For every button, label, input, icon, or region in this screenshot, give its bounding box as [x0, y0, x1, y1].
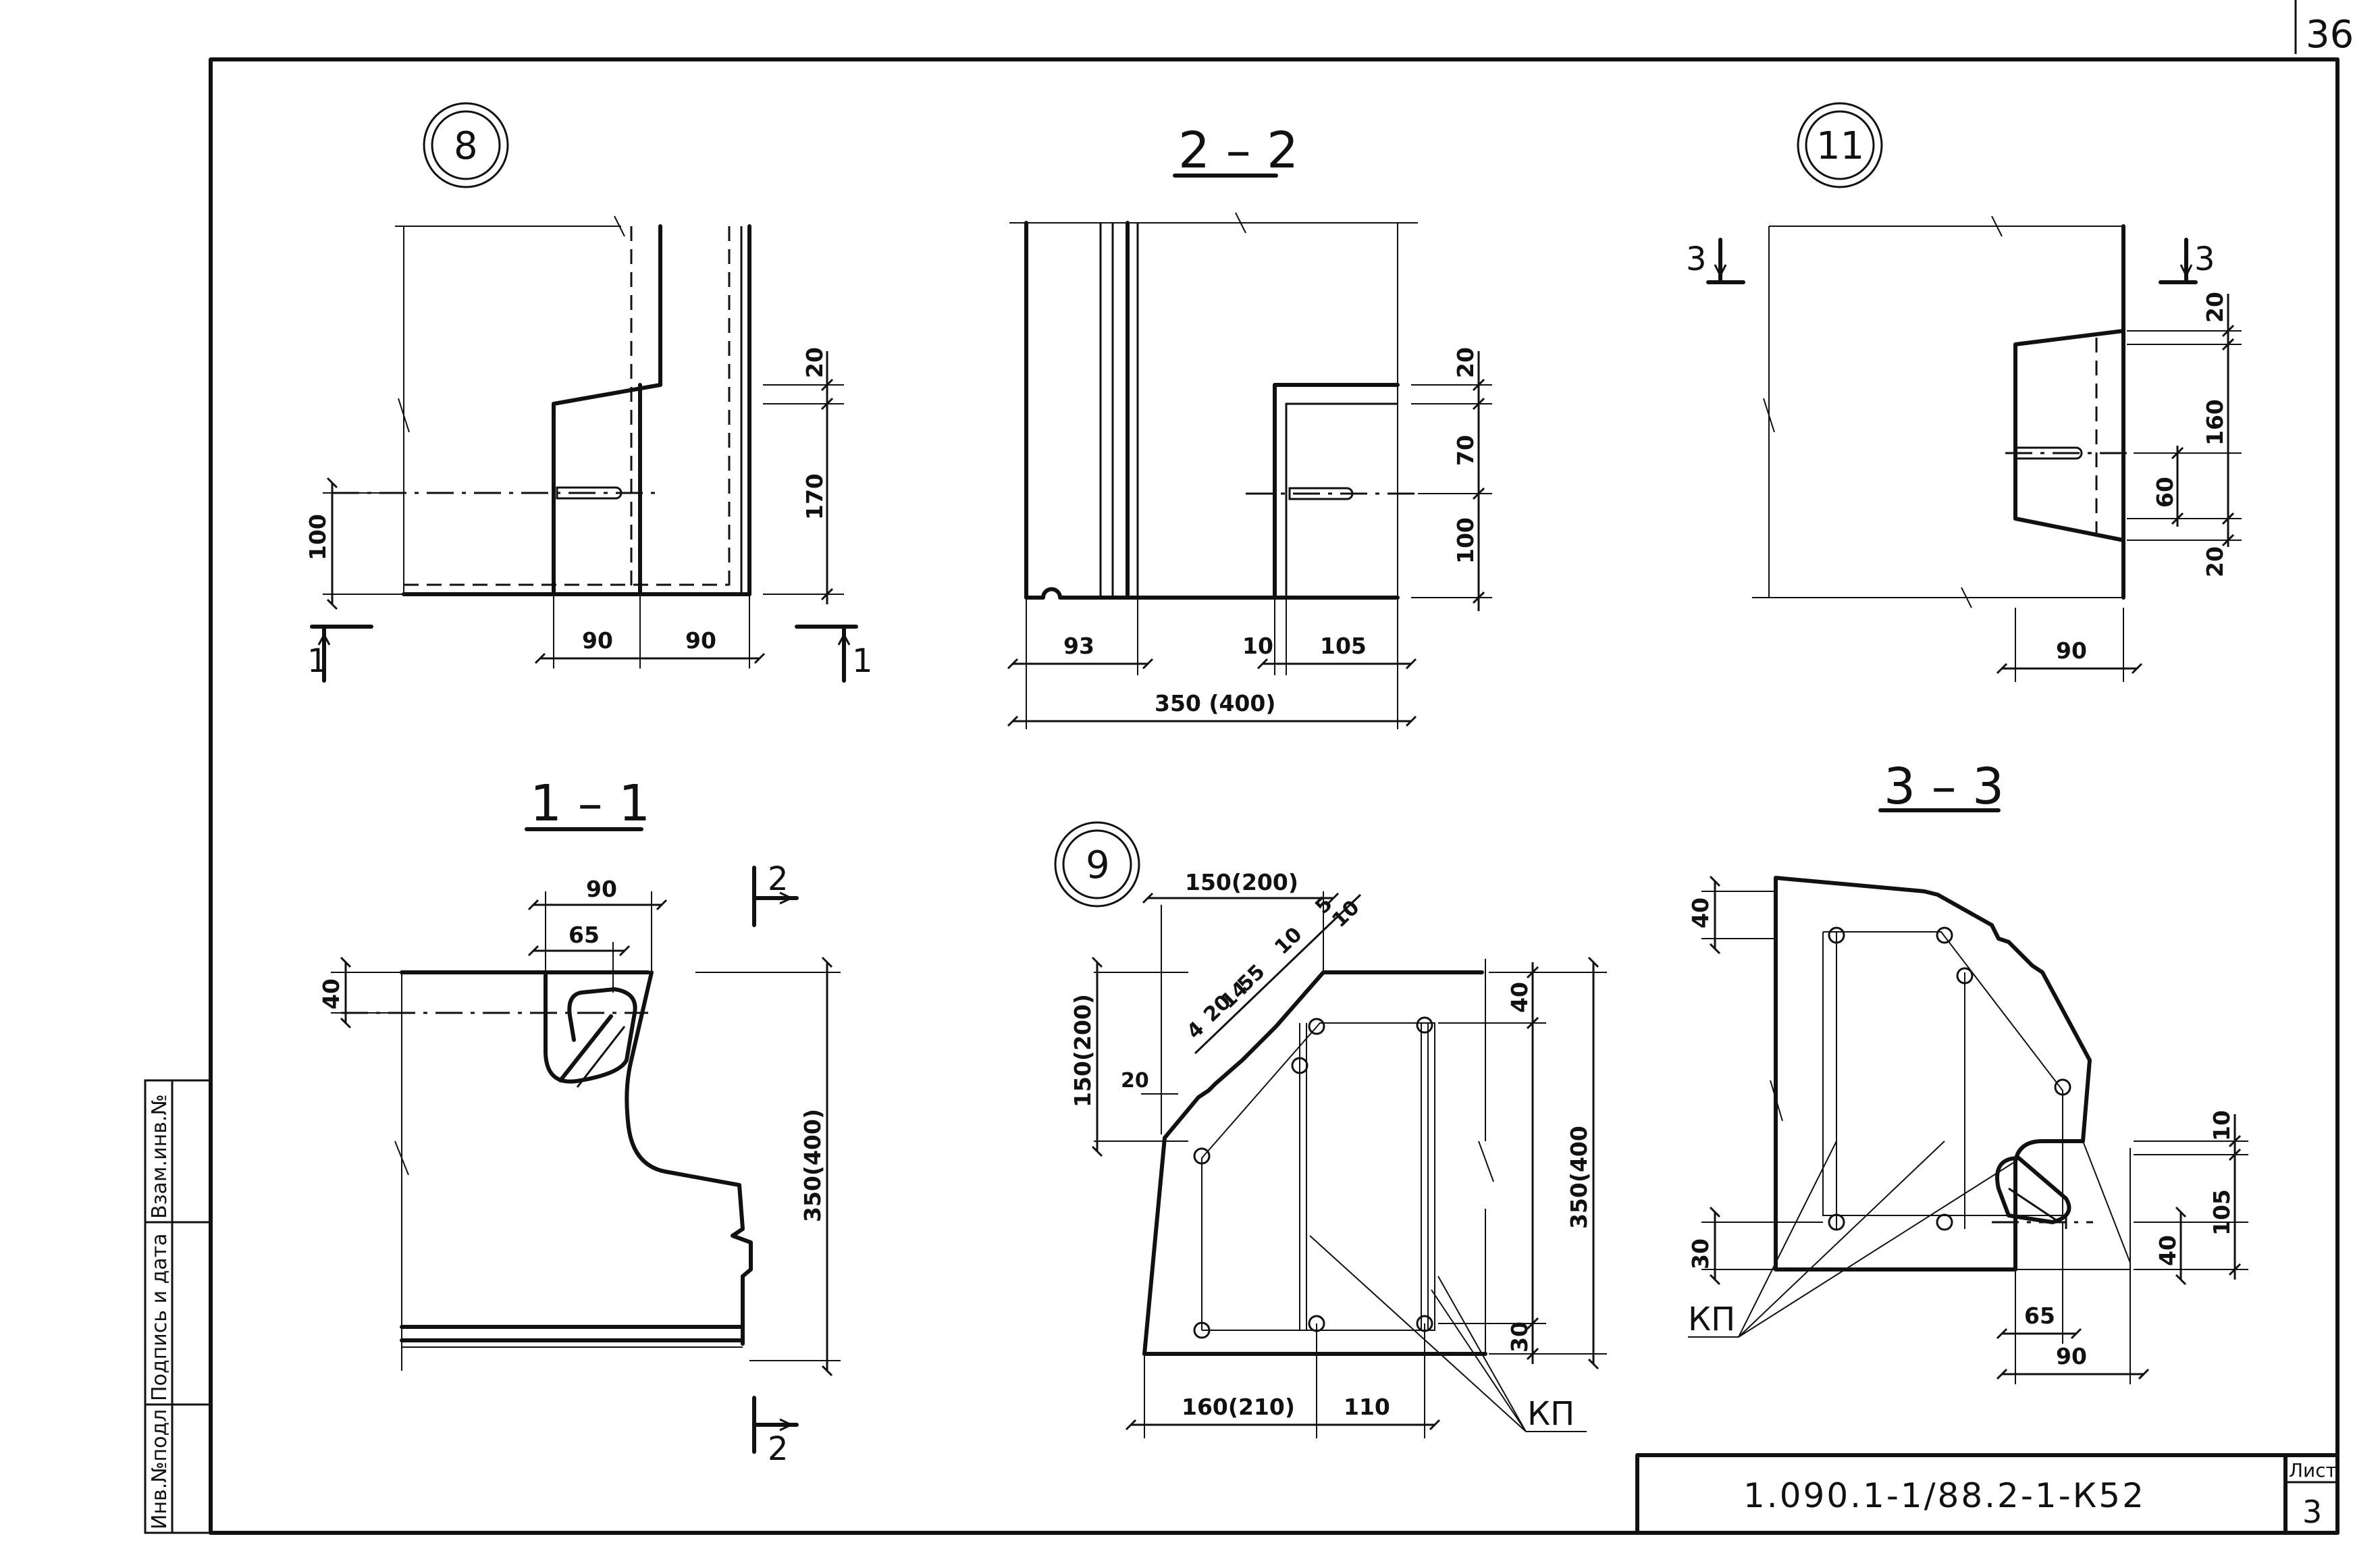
- view-section-1-1: 1 – 1 40 90 65 350(400) 2: [318, 775, 841, 1468]
- node-9-mark: 9: [1086, 843, 1110, 887]
- sec33-dim-105: 105: [2209, 1189, 2235, 1236]
- sec33-title: 3 – 3: [1884, 758, 2004, 816]
- n11-dim-20b: 20: [2202, 546, 2228, 577]
- sheet-frame: 36: [209, 0, 2354, 1535]
- page-number: 36: [2306, 13, 2354, 57]
- side-cell-sign: Подпись и дата: [148, 1234, 171, 1402]
- sec22-dim-100: 100: [1452, 517, 1479, 564]
- n8-dim-90a: 90: [582, 627, 613, 654]
- sec22-dim-20: 20: [1452, 347, 1479, 378]
- sec22-dim-10: 10: [1242, 633, 1273, 659]
- sec22-dim-93: 93: [1063, 633, 1094, 659]
- n9-dim-10b: 10: [1327, 896, 1364, 933]
- side-cell-replace: Взам.инв.№: [148, 1094, 171, 1219]
- sec22-dim-350: 350 (400): [1155, 690, 1275, 716]
- sec33-dim-10: 10: [2209, 1110, 2235, 1141]
- sec11-dim-350: 350(400): [799, 1109, 826, 1222]
- sec22-title: 2 – 2: [1178, 122, 1298, 180]
- node-8-mark: 8: [454, 124, 478, 168]
- sec11-dim-40: 40: [318, 978, 344, 1010]
- view-section-3-3: 3 – 3 40 30: [1687, 758, 2248, 1384]
- doc-code: 1.090.1-1/88.2-1-К52: [1743, 1476, 2146, 1515]
- view-node-11: 11 20 160 60 20 90: [1686, 102, 2242, 682]
- n11-cut-right: 3: [2194, 240, 2215, 278]
- n9-dim-20: 20: [1121, 1069, 1149, 1093]
- side-cell-inv: Инв.№подл: [148, 1409, 171, 1529]
- sec11-cut-bottom: 2: [768, 1430, 789, 1468]
- n9-dim-150v: 150(200): [1069, 994, 1096, 1107]
- sec33-callout-kp: КП: [1688, 1301, 1735, 1338]
- view-node-8: 8 100 90 90 20 1: [305, 102, 873, 683]
- sec22-dim-105: 105: [1320, 633, 1367, 659]
- n11-dim-60: 60: [2152, 477, 2178, 508]
- sec33-dim-90: 90: [2056, 1343, 2087, 1369]
- sec11-dim-65: 65: [568, 922, 600, 948]
- n9-dim-110: 110: [1344, 1394, 1390, 1420]
- n11-dim-160: 160: [2202, 399, 2228, 446]
- view-section-2-2: 2 – 2 20 70 100: [1007, 122, 1492, 729]
- n8-dim-170: 170: [801, 473, 828, 520]
- sheet-label: Лист: [2289, 1459, 2337, 1482]
- n11-dim-90: 90: [2056, 637, 2087, 664]
- n9-callout-kp: КП: [1527, 1395, 1575, 1433]
- sec33-dim-65: 65: [2024, 1303, 2055, 1329]
- n11-cut-left: 3: [1686, 240, 1707, 278]
- n9-dim-160: 160(210): [1182, 1394, 1295, 1420]
- side-block: Инв.№подл Подпись и дата Взам.инв.№: [144, 1079, 213, 1534]
- sheet-number: 3: [2302, 1494, 2322, 1530]
- node-11-mark: 11: [1816, 124, 1864, 168]
- sec11-dim-90: 90: [586, 876, 617, 902]
- n8-dim-20: 20: [801, 347, 828, 378]
- n9-dim-150h: 150(200): [1185, 869, 1298, 895]
- sec33-dim-40: 40: [1687, 897, 1714, 928]
- n9-dim-350: 350(400: [1566, 1126, 1592, 1229]
- n8-cut-left: 1: [307, 642, 328, 680]
- sec33-dim-30: 30: [1687, 1238, 1714, 1269]
- n9-dim-4: 4: [1182, 1017, 1209, 1044]
- sec11-title: 1 – 1: [530, 775, 650, 833]
- view-node-9: 9 150(200) 20 150(200) 4 20: [1054, 821, 1607, 1438]
- sec11-cut-top: 2: [768, 860, 789, 898]
- n9-dim-10a: 10: [1270, 923, 1306, 960]
- sec22-dim-70: 70: [1452, 435, 1479, 466]
- sec33-dim-40b: 40: [2154, 1235, 2181, 1266]
- n8-cut-right: 1: [852, 642, 873, 680]
- n9-dim-30: 30: [1506, 1321, 1533, 1353]
- title-block: 1.090.1-1/88.2-1-К52 Лист 3: [1635, 1453, 2339, 1535]
- n11-dim-20a: 20: [2202, 292, 2228, 323]
- n8-dim-100: 100: [305, 514, 331, 560]
- n8-dim-90b: 90: [685, 627, 716, 654]
- n9-dim-40: 40: [1506, 982, 1533, 1013]
